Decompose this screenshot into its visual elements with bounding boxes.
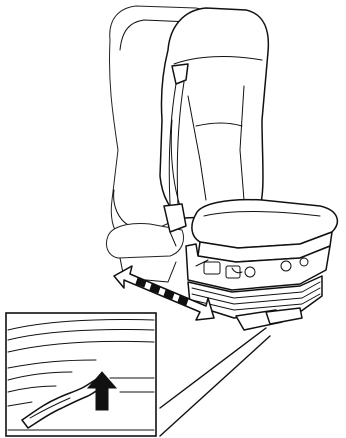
release-lever-detail-icon — [6, 313, 156, 436]
driver-seat-icon — [160, 8, 337, 330]
callout-line-top — [160, 328, 266, 408]
callout-line-bottom — [160, 336, 270, 436]
